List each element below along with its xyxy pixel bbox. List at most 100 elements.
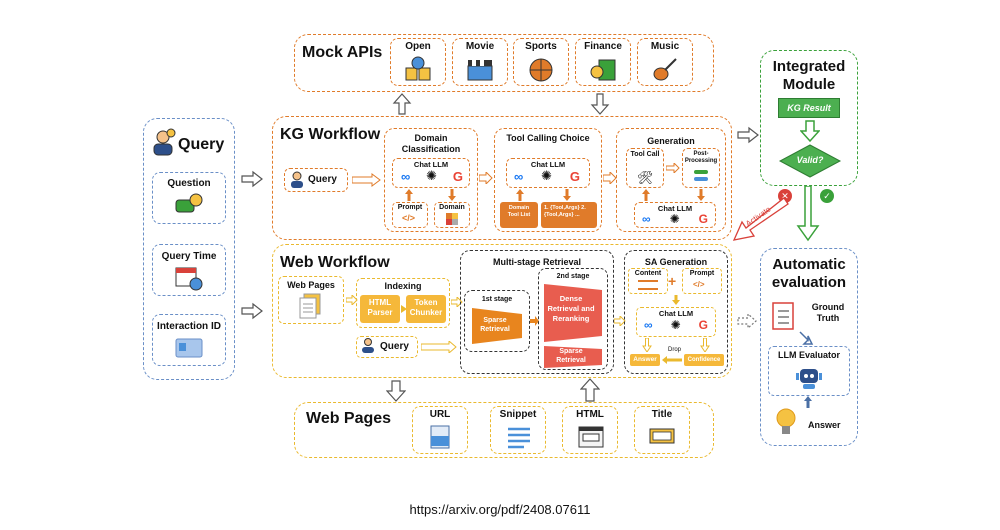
bottom-title-label: Title — [651, 409, 673, 420]
domain-up-arrow — [405, 189, 413, 201]
sparse1-label: Sparse Retrieval — [480, 317, 510, 333]
dense-retrieval-funnel — [544, 284, 602, 342]
kg-user-icon — [291, 171, 303, 188]
movie-clapper-icon — [467, 60, 493, 81]
meta-logo-icon: ∞ — [642, 212, 651, 226]
auto-eval-title: Automatic evaluation — [771, 256, 847, 291]
html-parser-chip: HTML Parser — [360, 295, 400, 323]
domain-prompt-label: Prompt — [397, 204, 423, 211]
sparse-retrieval-funnel-1 — [472, 308, 522, 344]
tool-llm-logos: ∞ ✺ G — [514, 168, 580, 184]
query-time-card — [152, 244, 226, 296]
web-workflow-panel — [272, 244, 732, 378]
kg-workflow-title: KG Workflow — [280, 126, 381, 143]
google-logo-icon: G — [698, 212, 708, 226]
llm-evaluator-box — [768, 346, 850, 396]
gears-icon — [694, 170, 708, 181]
kg-workflow-panel — [272, 116, 732, 240]
web-workflow-title: Web Workflow — [280, 254, 390, 271]
web-pages-label: Web Pages — [287, 280, 335, 290]
sa-confidence-chip: Confidence — [684, 354, 724, 366]
indexing-to-retrieval-arrow — [451, 297, 463, 307]
user-icon — [153, 128, 176, 156]
kg-to-mock-apis-arrow — [392, 93, 412, 115]
auto-eval-panel — [760, 248, 858, 446]
sa-llm-logos: ∞ ✺ G — [644, 318, 708, 332]
api-sports-card — [513, 38, 569, 86]
url-file-icon — [430, 425, 450, 449]
checklist-icon — [772, 302, 794, 330]
gen-llm-to-toolcall-arrow — [642, 189, 650, 201]
domain-tool-list-label: Domain Tool List — [507, 205, 531, 218]
tool-calling-box — [494, 128, 602, 232]
gen-llm-label: Chat LLM — [657, 204, 693, 213]
sa-prompt-box — [682, 268, 722, 294]
query-to-kg-arrow — [241, 170, 263, 188]
google-logo-icon: G — [698, 318, 708, 332]
web-query-label: Query — [380, 341, 409, 352]
domain-prompt-box — [392, 202, 428, 228]
sparse2-label: Sparse Retrieval — [556, 348, 586, 364]
robot-icon — [796, 369, 822, 389]
retrieval-to-sa-arrow — [614, 316, 626, 326]
api-finance-card — [575, 38, 631, 86]
question-card — [152, 172, 226, 224]
domain-llm-box — [392, 158, 470, 188]
interaction-id-label: Interaction ID — [157, 321, 221, 332]
bottom-html-card — [562, 406, 618, 454]
valid-label: Valid? — [796, 155, 824, 165]
bottom-to-retrieval-arrow — [580, 378, 600, 402]
bottom-url-label: URL — [429, 409, 451, 420]
web-to-bottom-arrow — [386, 380, 406, 402]
source-url[interactable]: https://arxiv.org/pdf/2408.07611 — [409, 502, 591, 517]
tool-calling-title: Tool Calling Choice — [506, 133, 590, 143]
query-to-web-arrow — [241, 302, 263, 320]
question-label: Question — [167, 178, 211, 189]
query-title: Query — [178, 136, 225, 153]
sparse-retrieval-funnel-2 — [544, 346, 602, 368]
gen-llm-logos: ∞ ✺ G — [642, 212, 708, 226]
google-logo-icon: G — [569, 168, 580, 184]
bottom-html-label: HTML — [576, 409, 604, 420]
query-to-retrieval-arrow — [421, 341, 457, 353]
meta-logo-icon: ∞ — [644, 318, 653, 332]
multi-stage-retrieval-box — [460, 250, 614, 374]
code-prompt-icon: </> — [402, 213, 416, 223]
confidence-to-answer-arrow — [662, 356, 682, 364]
api-sports-label: Sports — [525, 41, 557, 52]
domain-down-arrow — [448, 189, 456, 201]
token-chunker-label: Token Chunker — [409, 298, 443, 317]
post-processing-box — [682, 148, 720, 188]
lightbulb-icon — [776, 408, 796, 434]
stage2-box — [538, 268, 608, 370]
stage2-label: 2nd stage — [556, 273, 590, 280]
sa-answer-chip: Answer — [630, 354, 660, 366]
sa-content-label: Content — [634, 270, 662, 277]
domain-llm-logos: ∞ ✺ G — [401, 168, 463, 184]
web-to-eval-arrow — [737, 312, 757, 330]
llm-to-answer-arrow — [642, 338, 652, 352]
sa-confidence-label: Confidence — [687, 357, 721, 363]
meta-logo-icon: ∞ — [401, 168, 411, 184]
html-file-icon — [578, 426, 604, 448]
gen-llm-box — [634, 202, 716, 228]
kg-query-label: Query — [308, 174, 337, 185]
chat-bubble-icon — [175, 193, 203, 213]
tool-llm-box — [506, 158, 590, 188]
sa-content-box — [628, 268, 668, 294]
sa-llm-box — [636, 307, 716, 337]
sa-code-prompt-icon: </> — [693, 280, 705, 289]
tool-up-arrow — [516, 189, 524, 201]
tool-call-box — [626, 148, 664, 188]
token-chunker-chip: Token Chunker — [406, 295, 446, 323]
sa-prompt-label: Prompt — [689, 270, 715, 277]
calendar-icon — [175, 267, 203, 291]
tool-args-label: 1. {Tool,Args} 2. {Tool,Args} ... — [544, 205, 586, 218]
domain-tool-list-box: Domain Tool List — [500, 202, 538, 228]
parser-to-chunker-arrow — [401, 305, 407, 313]
google-logo-icon: G — [452, 168, 463, 184]
activate-arrow — [732, 197, 789, 241]
indexing-box — [356, 278, 450, 328]
snippet-lines-icon — [508, 427, 530, 449]
tools-wrench-icon: 🛠 — [637, 170, 654, 185]
